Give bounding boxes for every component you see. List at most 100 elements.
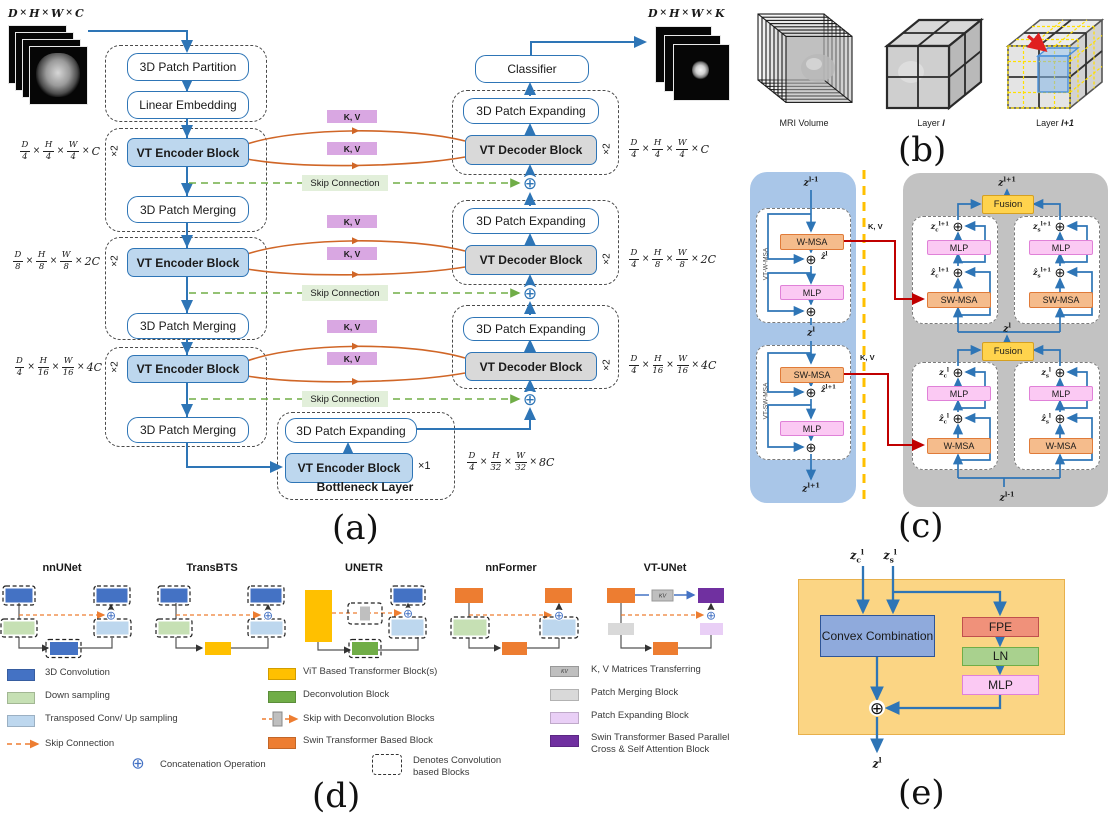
legend-label: Swin Transformer Based Parallel Cross & … [591,732,730,756]
caption-a: (a) [332,508,379,548]
add-node: ⊕ [805,384,817,400]
patch-partition-box: 3D Patch Partition [127,53,249,81]
kv-box: K, V [327,110,377,123]
concat-node-2: ⊕ [522,283,538,303]
legend-kv-chip: KV [550,666,579,677]
legend-swatch-3d-convolution [7,669,35,681]
legend-swatch-patch-expanding [550,712,579,724]
legend-dashed-box-icon [372,754,402,775]
legend-swatch-up-sampling [7,715,35,727]
layer-l-label: Layer l [877,118,985,128]
legend-swatch-swin-block [268,737,296,749]
zc-out-r1: zcl+1 [930,221,949,234]
model-title-vtunet: VT-UNet [643,562,687,574]
mini-diagram-vtunet: KV [607,588,724,655]
x2-decoder-2: ×2 [601,253,613,265]
x1-multiplier: ×1 [418,460,431,472]
concat-node-mini: ⊕ [553,608,565,622]
vt-sw-msa-subblock [756,345,851,460]
kv-box: K, V [327,247,377,260]
legend-concat-icon: ⊕ [131,755,145,772]
z-bottom-label: zl-1 [999,490,1015,504]
add-node: ⊕ [952,410,964,426]
sw-msa-cross-box: SW-MSA [927,292,991,308]
legend-label: Patch Merging Block [591,687,679,698]
kv-box: K, V [327,215,377,228]
vt-encoder-block-bottleneck: VT Encoder Block [285,453,413,483]
vt-decoder-block-2: VT Decoder Block [465,245,597,275]
legend-label: Skip with Deconvolution Blocks [303,713,435,724]
model-title-transbts: TransBTS [186,562,238,574]
vt-decoder-block-1: VT Decoder Block [465,135,597,165]
add-node-e: ⊕ [869,698,885,718]
layer-l-math: l [942,118,945,128]
mlp-box: MLP [927,240,991,255]
legend-label: Transposed Conv/ Up sampling [45,713,178,724]
mlp-box: MLP [927,386,991,401]
vt-encoder-block-3: VT Encoder Block [127,355,249,383]
w-msa-self-box: W-MSA [1029,438,1093,454]
concat-node-mini: ⊕ [402,606,414,620]
concat-node-mini: ⊕ [105,608,117,622]
fusion-box-bottom: Fusion [982,342,1034,361]
linear-embedding-box: Linear Embedding [127,91,249,119]
panel-a-skip-lines [189,178,521,404]
caption-c: (c) [898,506,944,546]
model-title-unetr: UNETR [345,562,383,574]
sw-msa-box: SW-MSA [780,367,844,383]
patch-expanding-box-2: 3D Patch Expanding [463,208,599,234]
zs-hat-r1: ẑsl+1 [1032,267,1051,280]
vt-decoder-block-3: VT Decoder Block [465,352,597,381]
skip-connection-label-2: Skip Connection [302,285,388,301]
legend-swatch-down-sampling [7,692,35,704]
add-node: ⊕ [805,439,817,455]
z-mid-label-right: zl [1003,321,1011,335]
legend-label: Denotes Convolution based Blocks [413,755,502,779]
kv-chip-text: KV [659,594,668,600]
legend-swatch-deconvolution [268,691,296,703]
skip-connection-label-1: Skip Connection [302,175,388,191]
kv-box: K, V [327,320,377,333]
mri-volume-label: MRI Volume [748,118,860,128]
patch-merging-box-1: 3D Patch Merging [127,196,249,223]
mini-diagram-transbts [155,585,286,655]
concat-node-3: ⊕ [522,389,538,409]
mlp-box: MLP [780,285,844,300]
x2-encoder-2: ×2 [109,255,121,267]
concat-node-1: ⊕ [522,173,538,193]
mlp-box: MLP [780,421,844,436]
legend-symbols [7,711,299,749]
patch-merging-box-3: 3D Patch Merging [127,417,249,443]
legend-label: K, V Matrices Transferring [591,664,701,675]
mini-diagram-unetr [305,585,427,659]
legend-swatch-vit-block [268,668,296,680]
add-node: ⊕ [805,251,817,267]
patch-expanding-box-bottleneck: 3D Patch Expanding [285,418,417,443]
patch-expanding-box-1: 3D Patch Expanding [463,98,599,124]
classifier-box: Classifier [475,55,589,83]
fusion-box-top: Fusion [982,195,1034,214]
add-node: ⊕ [1054,410,1066,426]
kv-transfer-label-1: K, V [868,222,883,231]
caption-b: (b) [898,130,947,170]
legend-label: ViT Based Transformer Block(s) [303,666,438,677]
w-msa-box: W-MSA [780,234,844,250]
legend-label: Patch Expanding Block [591,710,689,721]
convex-combination-box: Convex Combination [820,615,935,657]
output-dim-label: D×H×W×K [648,6,725,20]
legend-label: Swin Transformer Based Block [303,735,433,746]
zc-hat-r2: ẑcl [939,413,949,426]
legend-label: Deconvolution Block [303,689,390,700]
caption-d: (d) [312,776,361,816]
layer-l1-math: l+1 [1061,118,1074,128]
brain-mri-image [36,53,80,97]
kv-transfer-label-2: K, V [860,353,875,362]
z-top-label: zl+1 [998,175,1016,189]
caption-e: (e) [898,773,945,813]
kv-box: K, V [327,142,377,155]
